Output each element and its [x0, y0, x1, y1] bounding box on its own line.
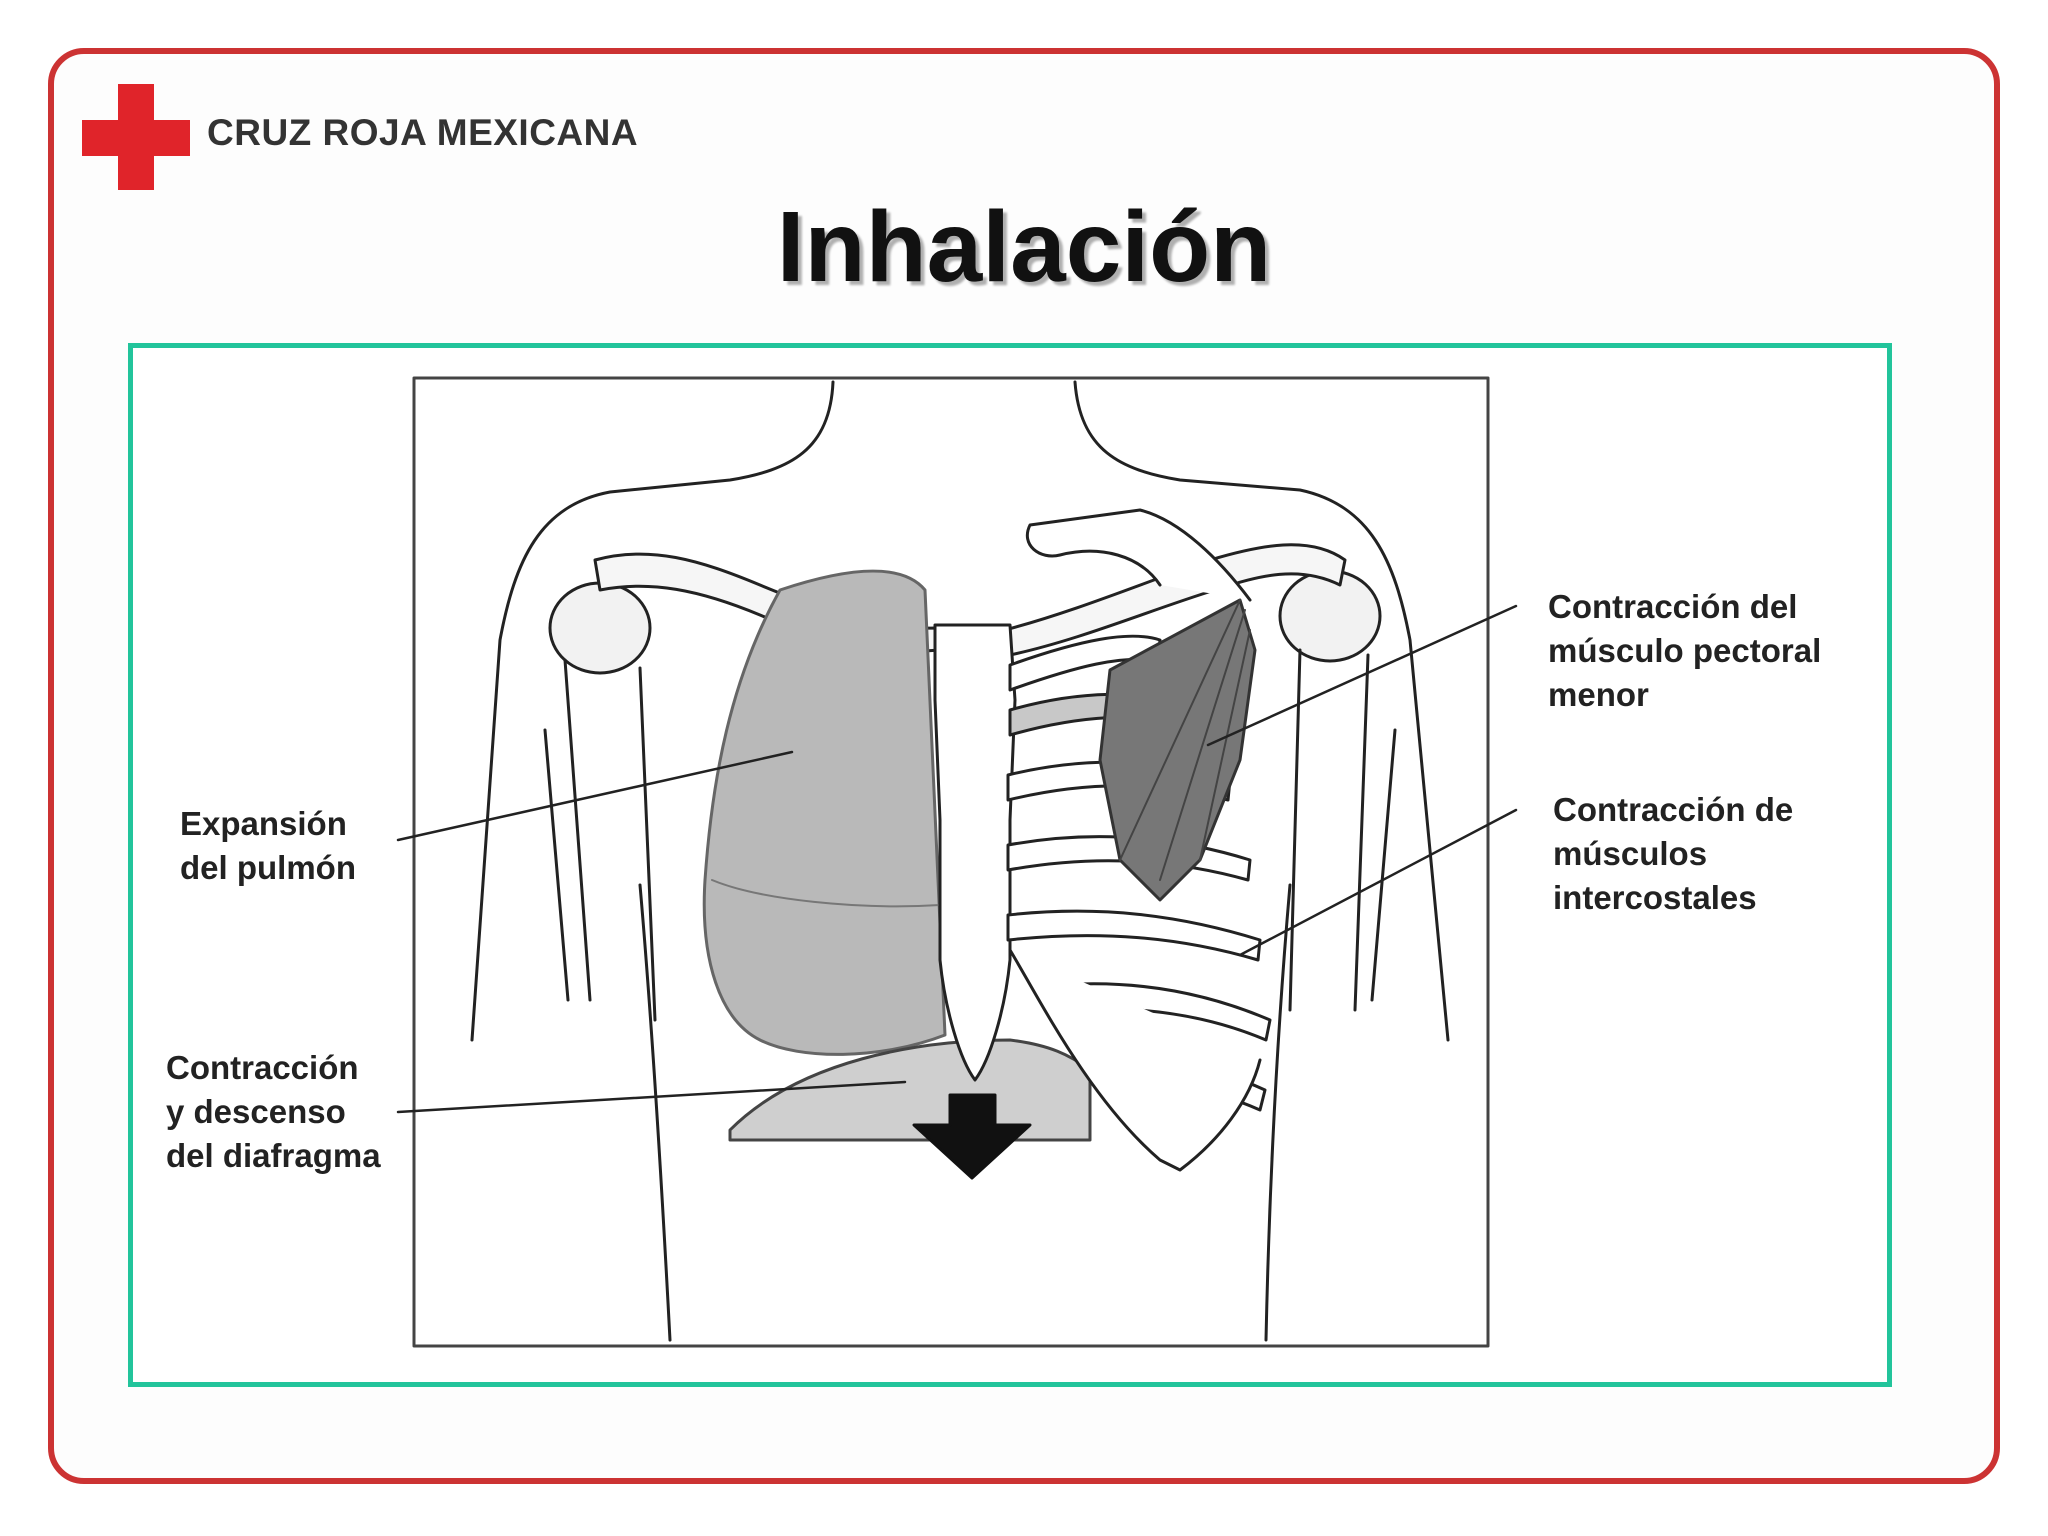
label-line: músculo pectoral [1548, 632, 1822, 669]
sternum [933, 623, 1017, 1082]
label-line: menor [1548, 676, 1649, 713]
label-line: del diafragma [166, 1137, 381, 1174]
label-line: del pulmón [180, 849, 356, 886]
page-title: Inhalación [776, 191, 1272, 303]
label-line: intercostales [1553, 879, 1757, 916]
label-line: Contracción [166, 1049, 359, 1086]
body-outline [470, 380, 835, 1042]
illustration-frame [412, 376, 1490, 1348]
lung [702, 569, 947, 1056]
label-line: Contracción de [1553, 791, 1794, 828]
label-lung-expansion: Expansión del pulmón [180, 802, 356, 890]
brand-name: CRUZ ROJA MEXICANA [207, 112, 639, 153]
pectoral-muscle [1098, 598, 1257, 902]
label-diaphragm: Contracción y descenso del diafragma [166, 1046, 381, 1178]
label-line: músculos [1553, 835, 1708, 872]
label-intercostal-muscles: Contracción de músculos intercostales [1553, 788, 1793, 920]
clavicle-right [1003, 543, 1347, 657]
label-line: y descenso [166, 1093, 346, 1130]
down-arrow-icon [912, 1093, 1032, 1180]
label-line: Contracción del [1548, 588, 1798, 625]
leader-lines [396, 604, 1518, 1114]
label-pectoral-muscle: Contracción del músculo pectoral menor [1548, 585, 1821, 717]
label-line: Expansión [180, 805, 347, 842]
red-cross-icon [82, 84, 190, 190]
humerus-head-right [1278, 569, 1382, 663]
